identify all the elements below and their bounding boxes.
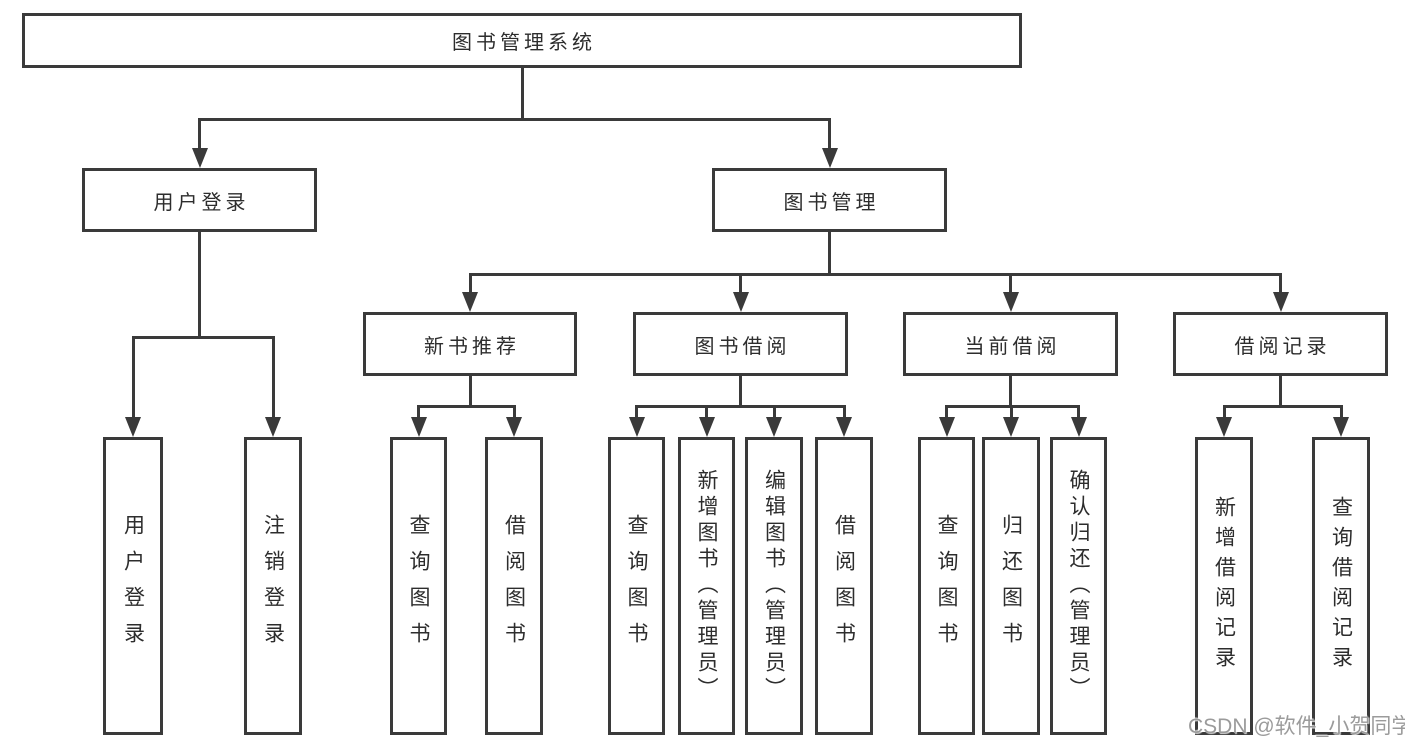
watermark: CSDN @软件_小贺同学 bbox=[1188, 715, 1405, 738]
edge-borrow-records-bus bbox=[1222, 405, 1343, 408]
leaf-current-confirm-return-admin: 确认归还（管理员） bbox=[1050, 437, 1107, 735]
edge-arrow-record-query bbox=[1333, 405, 1349, 437]
leaf-record-query: 查询借阅记录 bbox=[1312, 437, 1370, 735]
node-root: 图书管理系统 bbox=[22, 13, 1022, 68]
node-book-management-label: 图书管理 bbox=[783, 191, 880, 214]
node-book-borrow-label: 图书借阅 bbox=[694, 335, 791, 358]
node-user-login: 用户登录 bbox=[82, 168, 317, 232]
leaf-new-query-books: 查询图书 bbox=[390, 437, 447, 735]
leaf-current-query-books: 查询图书 bbox=[918, 437, 975, 735]
edge-book-management-stem bbox=[828, 232, 831, 273]
edge-arrow-current-borrow bbox=[1002, 273, 1019, 312]
edge-arrow-borrow-records bbox=[1272, 273, 1289, 312]
leaf-new-borrow-books: 借阅图书 bbox=[485, 437, 543, 735]
leaf-new-query-books-label: 查询图书 bbox=[407, 514, 430, 658]
edge-borrow-records-stem bbox=[1279, 376, 1282, 405]
leaf-borrow-add-books-admin-label: 新增图书（管理员） bbox=[695, 469, 718, 703]
leaf-logout-label: 注销登录 bbox=[261, 514, 285, 658]
edge-arrow-leaf-logout bbox=[265, 336, 281, 437]
leaf-user-login: 用户登录 bbox=[103, 437, 163, 735]
leaf-current-confirm-return-admin-label: 确认归还（管理员） bbox=[1067, 469, 1090, 703]
leaf-borrow-edit-books-admin: 编辑图书（管理员） bbox=[745, 437, 803, 735]
edge-root-stem bbox=[520, 68, 524, 118]
edge-book-borrow-stem bbox=[739, 376, 742, 405]
edge-current-borrow-stem bbox=[1009, 376, 1012, 405]
edge-arrow-new-borrow bbox=[506, 405, 522, 437]
node-current-borrow-label: 当前借阅 bbox=[964, 335, 1061, 358]
node-borrow-records-label: 借阅记录 bbox=[1234, 335, 1331, 358]
edge-arrow-book-management bbox=[821, 118, 838, 168]
edge-arrow-borrow-add bbox=[698, 405, 715, 437]
node-book-borrow: 图书借阅 bbox=[633, 312, 848, 376]
edge-level3-bus bbox=[468, 273, 1282, 276]
node-user-login-label: 用户登录 bbox=[153, 191, 250, 214]
leaf-user-login-label: 用户登录 bbox=[121, 514, 145, 658]
edge-arrow-new-query bbox=[410, 405, 427, 437]
node-book-management: 图书管理 bbox=[712, 168, 947, 232]
leaf-borrow-edit-books-admin-label: 编辑图书（管理员） bbox=[762, 469, 786, 703]
edge-arrow-borrow-borrow bbox=[836, 405, 852, 437]
edge-arrow-user-login bbox=[191, 118, 208, 168]
leaf-current-query-books-label: 查询图书 bbox=[935, 514, 958, 658]
node-root-label: 图书管理系统 bbox=[452, 32, 596, 54]
node-borrow-records: 借阅记录 bbox=[1173, 312, 1388, 376]
node-new-book-recommend: 新书推荐 bbox=[363, 312, 577, 376]
edge-arrow-book-borrow bbox=[732, 273, 749, 312]
edge-book-borrow-bus bbox=[635, 405, 846, 408]
edge-arrow-current-query bbox=[938, 405, 955, 437]
node-new-book-recommend-label: 新书推荐 bbox=[424, 335, 520, 358]
edge-arrow-leaf-user-login bbox=[125, 336, 141, 437]
edge-arrow-new-book bbox=[462, 273, 478, 312]
leaf-current-return-books: 归还图书 bbox=[982, 437, 1040, 735]
edge-new-book-bus bbox=[417, 405, 516, 408]
edge-level2-bus bbox=[198, 118, 831, 121]
leaf-logout: 注销登录 bbox=[244, 437, 302, 735]
leaf-borrow-borrow-books-label: 借阅图书 bbox=[832, 514, 856, 658]
edge-new-book-stem bbox=[468, 376, 472, 405]
leaf-record-add: 新增借阅记录 bbox=[1195, 437, 1253, 735]
leaf-borrow-add-books-admin: 新增图书（管理员） bbox=[678, 437, 735, 735]
edge-user-leaves-bus bbox=[131, 336, 275, 339]
leaf-current-return-books-label: 归还图书 bbox=[999, 514, 1023, 658]
edge-current-borrow-bus bbox=[945, 405, 1080, 408]
edge-user-login-stem bbox=[198, 232, 201, 336]
edge-arrow-current-return bbox=[1003, 405, 1019, 437]
leaf-borrow-query-books: 查询图书 bbox=[608, 437, 665, 735]
leaf-record-add-label: 新增借阅记录 bbox=[1212, 496, 1236, 676]
edge-arrow-record-add bbox=[1216, 405, 1232, 437]
node-current-borrow: 当前借阅 bbox=[903, 312, 1118, 376]
edge-arrow-borrow-edit bbox=[766, 405, 782, 437]
leaf-new-borrow-books-label: 借阅图书 bbox=[502, 514, 526, 658]
leaf-record-query-label: 查询借阅记录 bbox=[1329, 496, 1353, 676]
edge-arrow-current-confirm bbox=[1070, 405, 1087, 437]
edge-arrow-borrow-query bbox=[628, 405, 645, 437]
leaf-borrow-borrow-books: 借阅图书 bbox=[815, 437, 873, 735]
leaf-borrow-query-books-label: 查询图书 bbox=[625, 514, 648, 658]
